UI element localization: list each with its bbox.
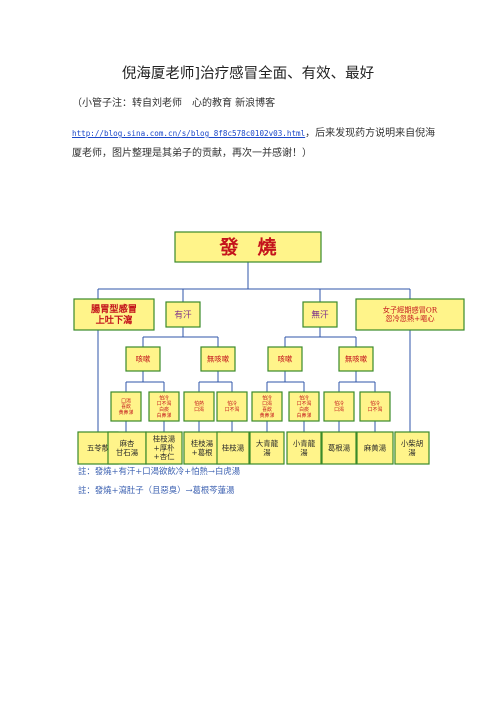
svg-text:五苓散: 五苓散 (87, 443, 110, 452)
formula-box-7: 小青龍湯 (286, 431, 322, 465)
formula-box-6: 大青龍湯 (249, 431, 285, 465)
note-line-2: 註：發燒+瀉肚子（且惡臭）→葛根芩蓮湯 (78, 485, 235, 495)
svg-text:有汗: 有汗 (174, 308, 192, 320)
intro-paragraph: （小管子注：转自刘老师 心的教育 新浪博客 (72, 98, 276, 109)
symptom-box-6: 怕冷口不渴白痰白鼻涕 (288, 391, 320, 422)
cough-box-2: 無咳嗽 (200, 346, 236, 372)
formula-box-5: 桂枝湯 (216, 431, 250, 465)
formula-box-9: 麻黄湯 (356, 431, 394, 465)
symptom-box-4: 怕冷口不渴 (216, 391, 248, 422)
formula-box-10: 小柴胡湯 (394, 431, 430, 465)
thanks-text: 厦老师，图片整理是其弟子的贡献，再次一并感谢！） (72, 148, 312, 159)
svg-text:大青龍湯: 大青龍湯 (256, 439, 279, 457)
category-no-sweat-box: 無汗 (302, 301, 338, 328)
source-paragraph: http://blog.sina.com.cn/s/blog_8f8c578c0… (72, 124, 442, 164)
svg-text:桂枝湯+葛根: 桂枝湯+葛根 (191, 439, 214, 457)
svg-text:桂枝湯: 桂枝湯 (222, 443, 245, 452)
formula-box-3: 桂枝湯+厚朴+杏仁 (145, 431, 183, 465)
cough-box-1: 咳嗽 (125, 346, 161, 372)
formula-box-2: 麻杏甘石湯 (107, 431, 147, 465)
connector-lines (97, 262, 411, 436)
svg-text:怕冷口渴喜飲黄鼻涕: 怕冷口渴喜飲黄鼻涕 (260, 394, 275, 418)
svg-text:無汗: 無汗 (311, 308, 329, 320)
svg-text:怕冷口不渴白痰白鼻涕: 怕冷口不渴白痰白鼻涕 (297, 394, 312, 418)
svg-text:葛根湯: 葛根湯 (328, 443, 351, 452)
svg-text:小柴胡湯: 小柴胡湯 (401, 439, 423, 457)
cough-box-3: 咳嗽 (267, 346, 303, 372)
svg-text:咳嗽: 咳嗽 (136, 354, 151, 363)
svg-text:小青龍湯: 小青龍湯 (293, 439, 316, 457)
formula-box-4: 桂枝湯+葛根 (183, 431, 221, 465)
symptom-box-2: 怕冷口不渴白痰白鼻涕 (148, 391, 180, 422)
svg-text:麻杏甘石湯: 麻杏甘石湯 (116, 439, 139, 457)
source-link[interactable]: http://blog.sina.com.cn/s/blog_8f8c578c0… (72, 129, 306, 138)
svg-text:桂枝湯+厚朴+杏仁: 桂枝湯+厚朴+杏仁 (153, 435, 176, 461)
symptom-box-5: 怕冷口渴喜飲黄鼻涕 (251, 391, 283, 422)
svg-text:無咳嗽: 無咳嗽 (207, 354, 230, 363)
symptom-box-8: 怕冷口不渴 (359, 391, 391, 422)
svg-text:怕熱口渴: 怕熱口渴 (194, 400, 204, 413)
svg-text:發 燒: 發 燒 (218, 235, 276, 258)
svg-text:無咳嗽: 無咳嗽 (345, 354, 368, 363)
symptom-box-7: 怕冷口渴 (323, 391, 355, 422)
svg-text:怕冷口不渴: 怕冷口不渴 (368, 400, 383, 413)
document-title: 倪海厦老师]治疗感冒全面、有效、最好 (121, 66, 375, 82)
symptom-box-1: 口渴喜飲黄鼻涕 (110, 391, 142, 422)
svg-text:腸胃型感冒上吐下瀉: 腸胃型感冒上吐下瀉 (91, 303, 137, 326)
cough-box-4: 無咳嗽 (338, 346, 374, 372)
category-gastro-box: 腸胃型感冒上吐下瀉 (73, 298, 155, 331)
category-sweat-box: 有汗 (165, 301, 201, 328)
fever-top-box: 發 燒 (174, 231, 322, 263)
after-link-text: ，后来发现药方说明来自倪海 (305, 128, 436, 139)
svg-text:怕冷口渴: 怕冷口渴 (334, 400, 344, 413)
symptom-box-3: 怕熱口渴 (183, 391, 215, 422)
svg-text:口渴喜飲黄鼻涕: 口渴喜飲黄鼻涕 (119, 397, 134, 416)
svg-text:怕冷口不渴白痰白鼻涕: 怕冷口不渴白痰白鼻涕 (157, 394, 172, 418)
note-line-1: 註：發燒+有汗+口渴欲飲冷+怕熱→白虎湯 (78, 466, 241, 476)
svg-text:怕冷口不渴: 怕冷口不渴 (225, 400, 240, 413)
svg-text:麻黄湯: 麻黄湯 (364, 443, 387, 452)
svg-text:咳嗽: 咳嗽 (278, 354, 293, 363)
formula-box-8: 葛根湯 (321, 431, 357, 465)
